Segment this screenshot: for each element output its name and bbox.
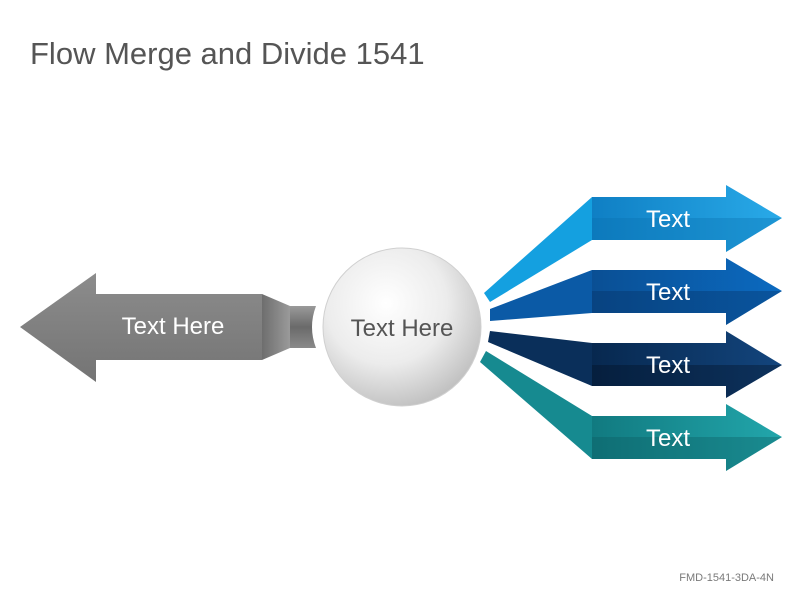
branch-3-connector [488, 331, 592, 386]
page-title: Flow Merge and Divide 1541 [30, 36, 425, 71]
center-node: Text Here [322, 247, 482, 407]
branch-4-shaft [592, 404, 782, 471]
branch-2-connector [490, 270, 592, 321]
left-arrow-cap [290, 306, 316, 348]
branch-2-shaft [592, 258, 782, 325]
branch-3-label: Text [646, 352, 690, 379]
branch-arrow-3: Text [488, 331, 782, 398]
left-arrow-label: Text Here [122, 313, 225, 340]
branch-1-shaft [592, 185, 782, 252]
branch-4-shade [592, 437, 782, 471]
left-arrow-body [20, 273, 262, 382]
branch-1-label: Text [646, 206, 690, 233]
branch-4-connector [480, 351, 592, 459]
branch-1-shade [592, 218, 782, 252]
left-merge-arrow: Text Here [20, 273, 316, 382]
branch-2-label: Text [646, 279, 690, 306]
slide-code: FMD-1541-3DA-4N [679, 572, 774, 584]
left-arrow-neck [262, 294, 290, 360]
branch-arrow-1: Text [484, 185, 782, 302]
branch-3-shade [592, 365, 782, 398]
branch-2-shade [592, 291, 782, 325]
branch-3-shaft [592, 331, 782, 398]
branch-arrow-4: Text [480, 351, 782, 471]
center-sphere [322, 247, 482, 407]
branch-1-connector [484, 197, 592, 302]
branch-4-label: Text [646, 425, 690, 452]
center-label: Text Here [351, 315, 454, 342]
branch-arrow-2: Text [490, 258, 782, 325]
